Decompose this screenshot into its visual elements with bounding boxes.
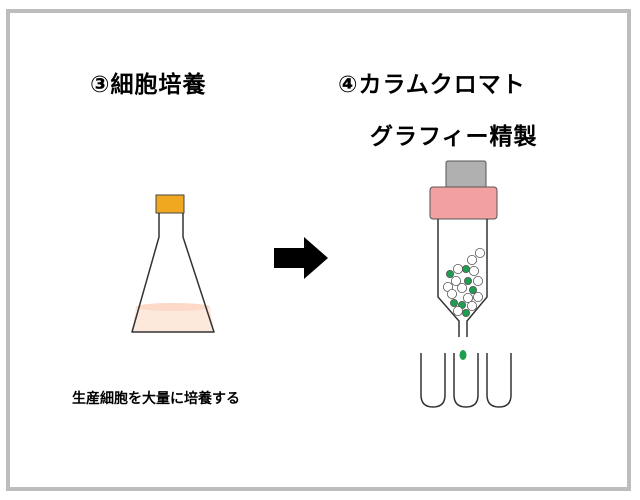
white-bead [446, 288, 457, 299]
white-bead [452, 264, 463, 275]
chromatography-column-icon [429, 160, 498, 360]
diagram-frame: ③細胞培養 ④カラムクロマト グラフィー精製 生産細胞を大量に培養する [6, 9, 631, 491]
step4-title-line2: グラフィー精製 [370, 124, 538, 150]
white-bead [463, 292, 474, 303]
white-bead [473, 276, 484, 287]
green-bead [445, 270, 454, 279]
green-bead [449, 298, 458, 307]
white-bead [457, 283, 468, 294]
test-tube-3 [486, 353, 512, 408]
column-collar [429, 186, 498, 220]
test-tube-2 [453, 353, 479, 408]
column-top-cap [445, 160, 487, 190]
erlenmeyer-flask-icon [131, 194, 215, 333]
white-bead [467, 300, 478, 311]
green-bead [469, 285, 478, 294]
green-bead [464, 277, 473, 286]
white-bead [473, 291, 484, 302]
culture-medium [132, 304, 214, 332]
step3-title: ③細胞培養 [90, 72, 207, 98]
test-tube-1 [420, 353, 446, 408]
eluted-protein-drop [459, 350, 467, 360]
medium-surface [136, 303, 210, 311]
green-bead [462, 308, 471, 317]
step3-caption: 生産細胞を大量に培養する [72, 391, 240, 407]
white-bead [452, 305, 463, 316]
flask-cap [155, 194, 185, 214]
white-bead [467, 255, 478, 266]
white-bead [475, 248, 486, 259]
test-tube-icon [420, 353, 512, 408]
column-body [437, 219, 488, 337]
bead-group [442, 248, 486, 317]
right-arrow-icon [274, 237, 328, 279]
white-bead [450, 276, 461, 287]
step4-title-line1: ④カラムクロマト [338, 72, 526, 98]
green-bead [462, 265, 471, 274]
flask-body [131, 213, 215, 333]
white-bead [469, 266, 480, 277]
